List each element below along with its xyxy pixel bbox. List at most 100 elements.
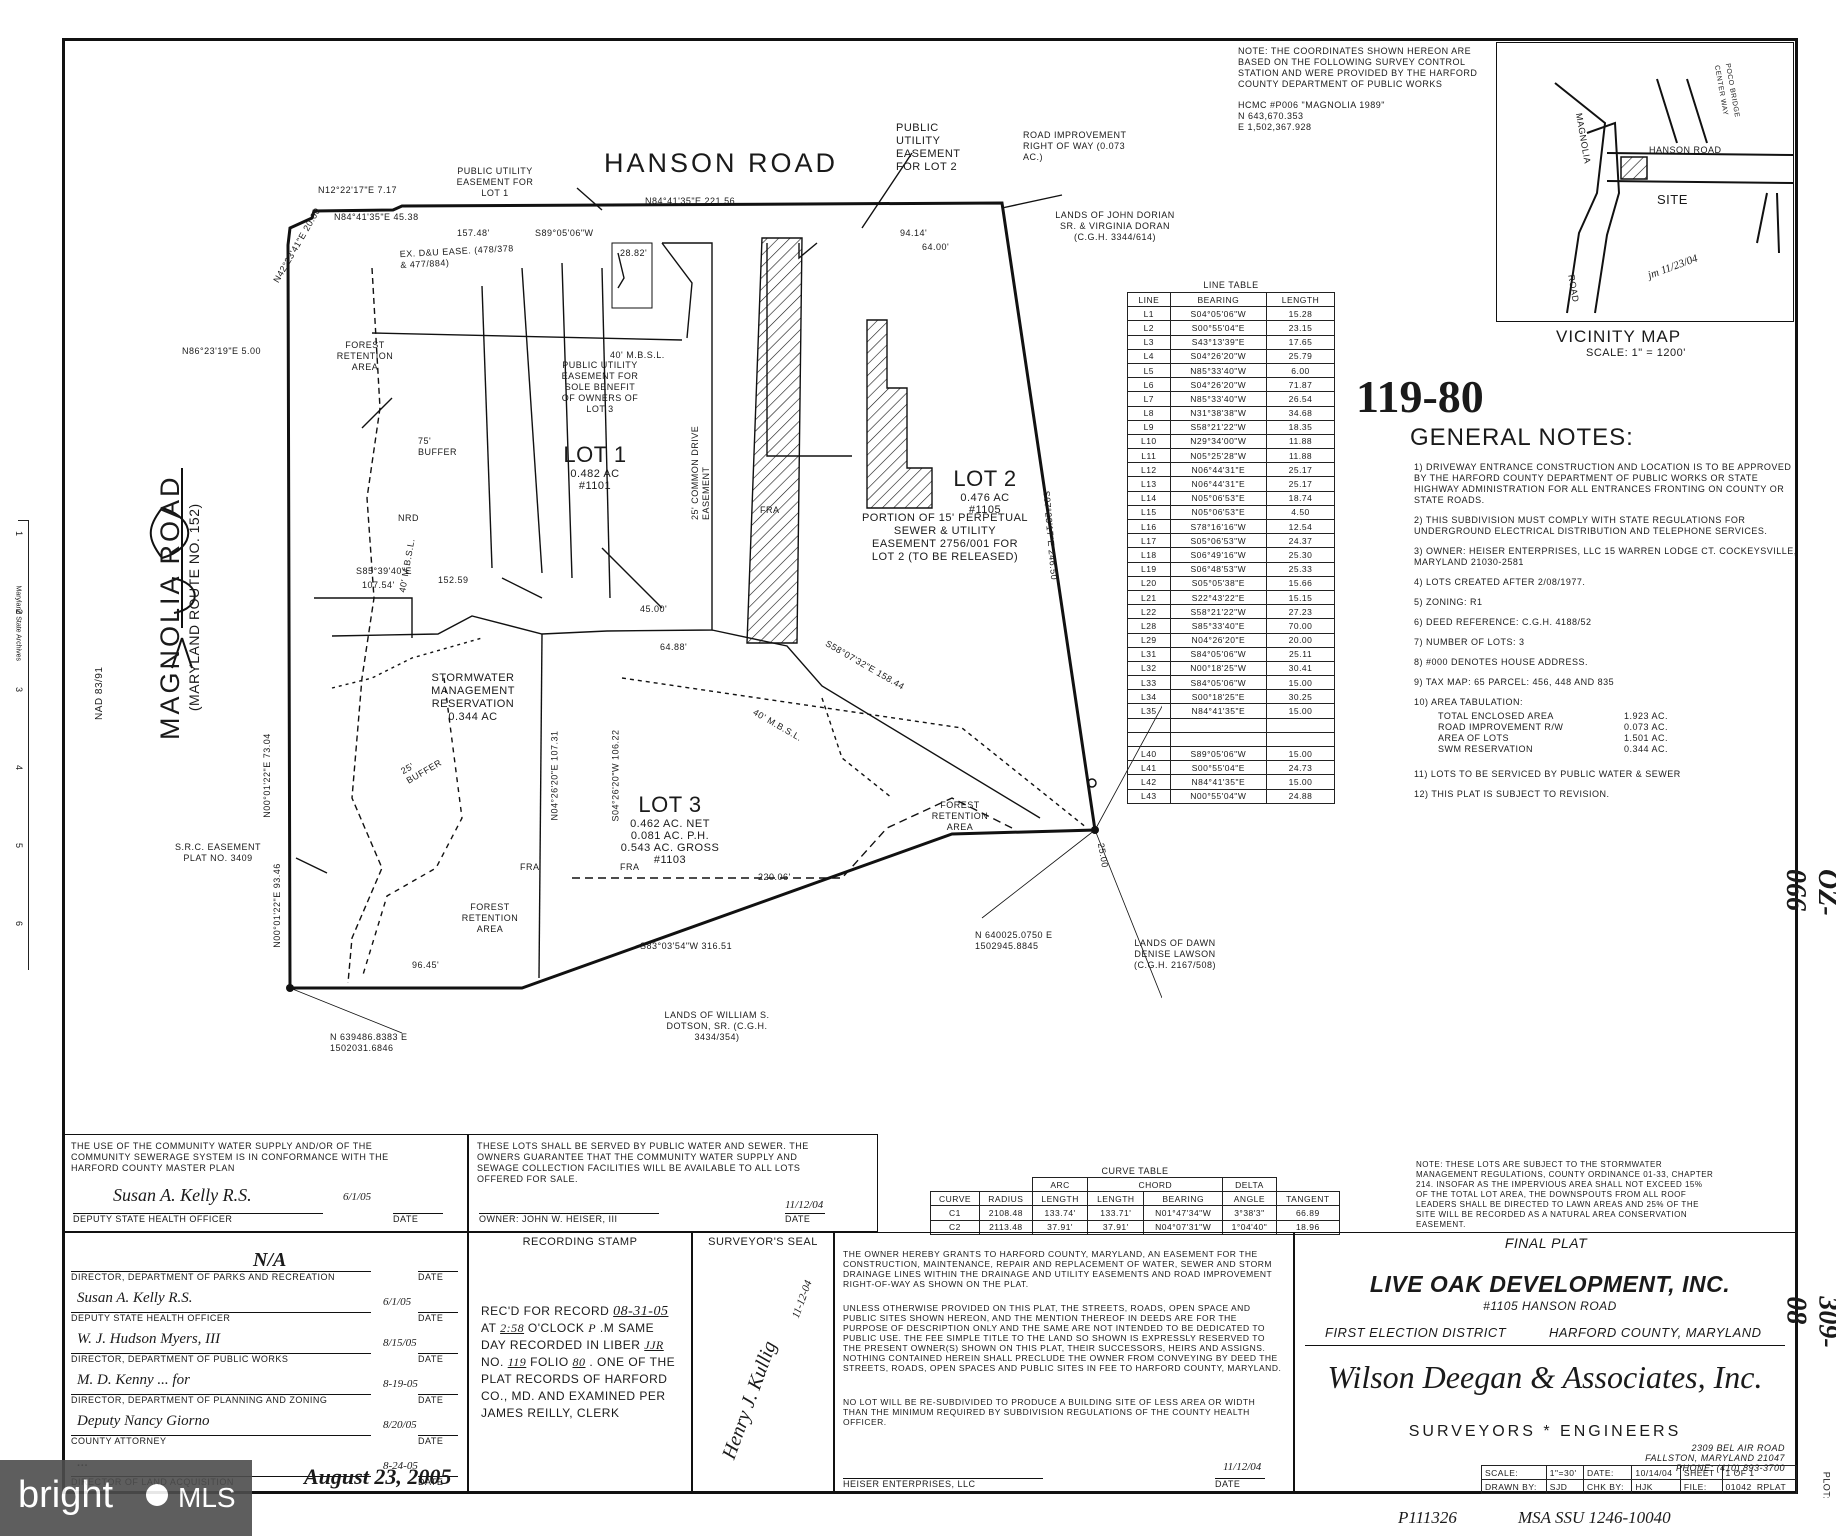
line-table-cell: 25.17	[1266, 462, 1335, 478]
curve-table-cell: 18.96	[1275, 1219, 1341, 1235]
magnolia-road-sub: (MARYLAND ROUTE No. 152)	[186, 503, 202, 712]
curve-table-header: LENGTH	[1031, 1191, 1089, 1207]
recording-hand-date: August 23, 2005	[304, 1464, 452, 1489]
bearing-1: N12°22'17"E 7.17	[318, 185, 398, 195]
lot-2-name: LOT 2	[953, 466, 1017, 491]
general-note-item: 12) THIS PLAT IS SUBJECT TO REVISION.	[1414, 789, 1610, 799]
site-plan-drawing	[149, 152, 1162, 1034]
curve-table-group: ARC	[1031, 1176, 1089, 1193]
approval-signature: Deputy Nancy Giorno	[77, 1413, 210, 1429]
line-table-cell: N00°55'04"W	[1169, 788, 1268, 804]
line-table-cell: L19	[1127, 561, 1171, 577]
line-table-cell: N06°44'31"E	[1169, 476, 1268, 492]
lot-3: LOT 3 0.462 AC. NET 0.081 AC. P.H. 0.543…	[600, 792, 740, 866]
line-table-cell: S05°05'38"E	[1169, 575, 1268, 591]
approval-date-value: 6/1/05	[383, 1296, 412, 1308]
lands-doran-label: LANDS OF JOHN DORIAN Sr. & VIRGINIA DORA…	[1055, 210, 1175, 242]
line-table-cell: N05°06'53"E	[1169, 504, 1268, 521]
line-table-cell: L7	[1127, 391, 1171, 407]
line-table-cell: L14	[1127, 490, 1171, 506]
firm-name: Wilson Deegan & Associates, Inc.	[1327, 1359, 1763, 1395]
curve-table-cell: N04°07'31"W	[1143, 1219, 1224, 1235]
bearing-22: N00°01'22"E 93.46	[271, 863, 282, 948]
line-table-cell: L40	[1127, 745, 1171, 762]
bearing-5: 157.48'	[457, 228, 490, 238]
curve-table-cell: 3°38'3"	[1222, 1205, 1277, 1221]
bearing-7: 28.82'	[620, 248, 648, 258]
recording-rest: .M SAME DAY RECORDED IN LIBER	[481, 1321, 655, 1352]
lot-3-area: 0.462 AC. NET	[630, 818, 710, 830]
cert-owner-title: OWNER: JOHN W. HEISER, III	[479, 1213, 659, 1225]
bearing-25: N04°26'20"E 107.31	[549, 730, 560, 821]
vicinity-map: MAGNOLIA POCO BRIDGE CENTER WAY HANSON R…	[1496, 42, 1794, 322]
footer-hand-left: P111326	[1398, 1508, 1457, 1527]
approval-title: DIRECTOR, DEPARTMENT OF PLANNING AND ZON…	[71, 1394, 371, 1406]
lot-1-area: 0.482 AC	[570, 468, 620, 480]
final-plat-label: FINAL PLAT	[1504, 1235, 1588, 1251]
area-tab-value: 1.501 AC.	[1623, 733, 1668, 743]
approval-date-value: 8-24-05	[383, 1460, 418, 1472]
cert-water-box: THE USE OF THE COMMUNITY WATER SUPPLY AN…	[62, 1134, 468, 1232]
line-table-cell: L43	[1127, 788, 1171, 804]
fra-label-2: FRA	[620, 862, 640, 872]
line-table-cell: 15.15	[1266, 589, 1335, 606]
plat-frame	[62, 38, 1798, 1494]
watermark-bright: bright	[18, 1474, 114, 1516]
line-table-cell: N85°33'40"W	[1169, 391, 1268, 407]
curve-table-cell: 2108.48	[978, 1205, 1033, 1221]
cert-water-date: DATE	[393, 1213, 443, 1225]
curve-table-cell: 66.89	[1275, 1205, 1341, 1221]
bearing-11: S85°39'40"E	[356, 566, 413, 576]
line-table-cell: N85°33'40"W	[1169, 362, 1268, 379]
line-table-header: BEARING	[1169, 291, 1268, 308]
firm-address-1: 2309 Bel Air Road	[1691, 1443, 1785, 1453]
general-note-item: 3) OWNER: HEISER ENTERPRISES, LLC 15 WAR…	[1414, 546, 1797, 567]
ruler-number-1: 1	[14, 530, 25, 537]
lot-3-address: #1103	[653, 854, 687, 866]
grant-p3: NO LOT WILL BE RE-SUBDIVIDED TO PRODUCE …	[843, 1397, 1256, 1427]
line-table-cell: 70.00	[1266, 618, 1335, 634]
lot-1-name: LOT 1	[563, 442, 627, 467]
election-district: FIRST ELECTION DISTRICT	[1325, 1325, 1507, 1340]
curve-table-header: LENGTH	[1087, 1191, 1145, 1207]
curve-table-header: BEARING	[1143, 1191, 1224, 1207]
line-table-cell: N84°41'35"E	[1169, 703, 1268, 719]
general-note-item: 7) NUMBER OF LOTS: 3	[1414, 637, 1525, 647]
nad-label: NAD 83/91	[94, 666, 105, 720]
curve-table-cell: C2	[930, 1219, 980, 1235]
line-table-cell: S58°21'22"W	[1169, 604, 1268, 620]
vicinity-map-drawing	[1554, 78, 1793, 314]
line-table-cell: 34.68	[1266, 405, 1335, 421]
control-station-n: N 643,670.353	[1238, 111, 1304, 121]
pue-lot2-label: PUBLIC UTILITY EASEMENT FOR LOT 2	[896, 122, 961, 173]
mbsl-40-top: 40' M.B.S.L.	[610, 350, 665, 360]
grant-sig-label: HEISER ENTERPRISES, LLC	[843, 1478, 1043, 1490]
title-meta-cell: FILE:	[1679, 1479, 1723, 1495]
line-table-cell: S00°18'25"E	[1169, 689, 1268, 705]
src-easement-label: S.R.C. EASEMENT PLAT NO. 3409	[174, 842, 261, 863]
forest-retention-3: FOREST RETENTION AREA	[461, 902, 519, 934]
project-name: LIVE OAK DEVELOPMENT, INC.	[1369, 1271, 1731, 1297]
lot-2-area: 0.476 AC	[960, 492, 1010, 504]
line-table-cell: S84°05'06"W	[1169, 675, 1268, 691]
ruler-number-6: 6	[14, 920, 25, 927]
lot-3-gross: 0.543 AC. GROSS	[620, 842, 720, 854]
grant-date-label: DATE	[1215, 1478, 1265, 1490]
line-table-cell: L32	[1127, 660, 1171, 677]
magnolia-road-name: MAGNOLIA ROAD	[155, 474, 185, 740]
line-table-cell: L16	[1127, 518, 1171, 535]
ruler-number-4: 4	[14, 764, 25, 771]
line-table-cell: L9	[1127, 419, 1171, 435]
line-table-cell: L42	[1127, 774, 1171, 790]
